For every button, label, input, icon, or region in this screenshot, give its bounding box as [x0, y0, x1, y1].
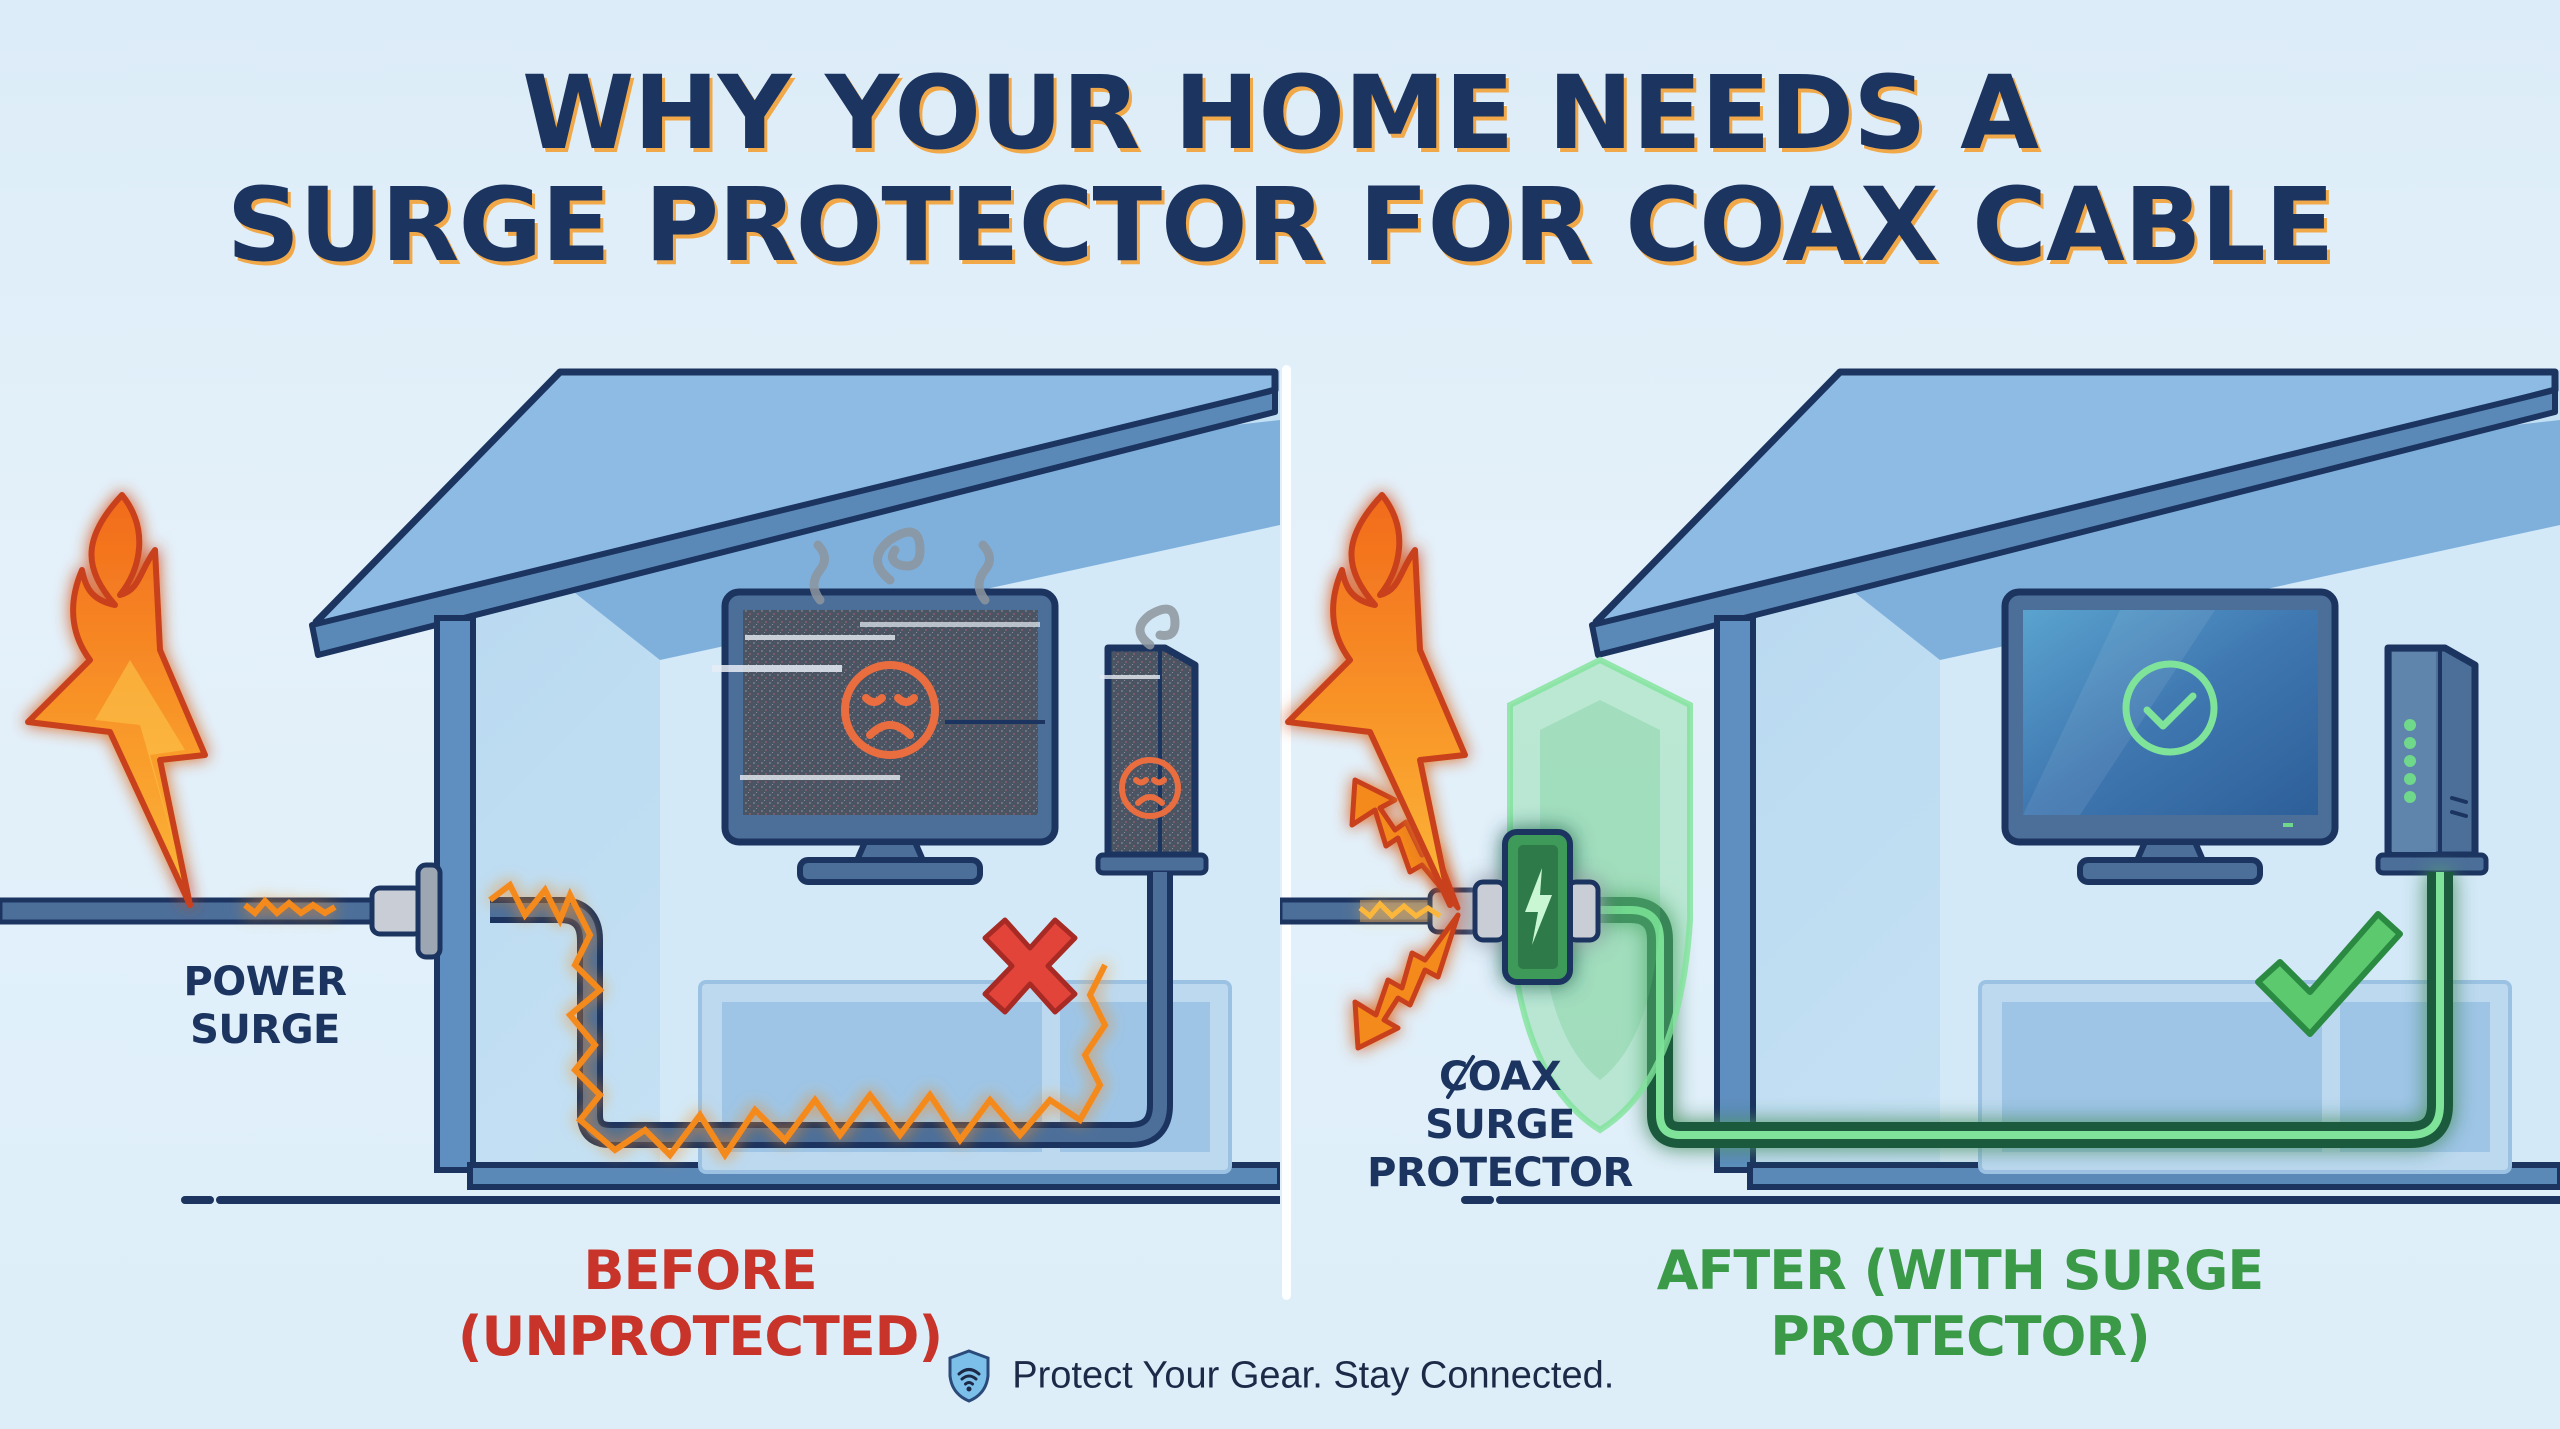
modem-working: [2375, 644, 2489, 876]
callout-line-2: PROTECTOR: [1367, 1150, 1633, 1196]
house-roof: [1589, 368, 2559, 658]
smoke-icon: [809, 527, 1180, 650]
deflect-arrow-icon: [1349, 777, 1461, 1051]
check-circle-icon: [2122, 660, 2218, 756]
green-check-icon: [2255, 911, 2403, 1037]
footer-tagline: Protect Your Gear. Stay Connected.: [0, 1348, 2560, 1404]
sad-face-icon: [1119, 757, 1181, 819]
footer-text: Protect Your Gear. Stay Connected.: [1012, 1354, 1615, 1397]
panel-divider: [1282, 365, 1291, 1300]
title-line-1: WHY YOUR HOME NEEDS A: [521, 54, 2039, 173]
before-panel: [0, 360, 1280, 1220]
status-lights: [2404, 719, 2416, 803]
callout-line-1: POWER: [183, 959, 347, 1005]
lightning-bolt-icon: [1285, 492, 1468, 920]
after-panel: [1280, 360, 2560, 1220]
lightning-bolt-icon: [1525, 868, 1552, 945]
sad-face-icon: [841, 661, 939, 759]
title-line-2: SURGE PROTECTOR FOR COAX CABLE: [226, 166, 2335, 285]
before-caption: BEFORE (UNPROTECTED): [457, 1239, 943, 1368]
zigzag-surge-icon: [243, 880, 1109, 1161]
after-caption: AFTER (WITH SURGE PROTECTOR): [1656, 1239, 2264, 1368]
lightning-bolt-icon: [25, 492, 208, 908]
house-roof: [309, 368, 1279, 658]
callout-leader: [1446, 1055, 1475, 1099]
protected-cable: [1570, 872, 2453, 1148]
red-x-icon: [982, 917, 1078, 1015]
tv-broken: [712, 588, 1059, 885]
wifi-shield-icon: [948, 1349, 990, 1403]
page-title: WHY YOUR HOME NEEDS A SURGE PROTECTOR FO…: [0, 58, 2560, 282]
tv-working: [2001, 588, 2339, 885]
power-surge-callout: POWER SURGE: [170, 958, 360, 1054]
callout-line-2: SURGE: [190, 1007, 340, 1053]
callout-line-1: COAX SURGE: [1425, 1054, 1575, 1148]
coax-surge-protector-callout: COAX SURGE PROTECTOR: [1360, 1053, 1640, 1197]
surge-protector-device: [1472, 829, 1601, 985]
modem-broken: [1095, 644, 1209, 876]
